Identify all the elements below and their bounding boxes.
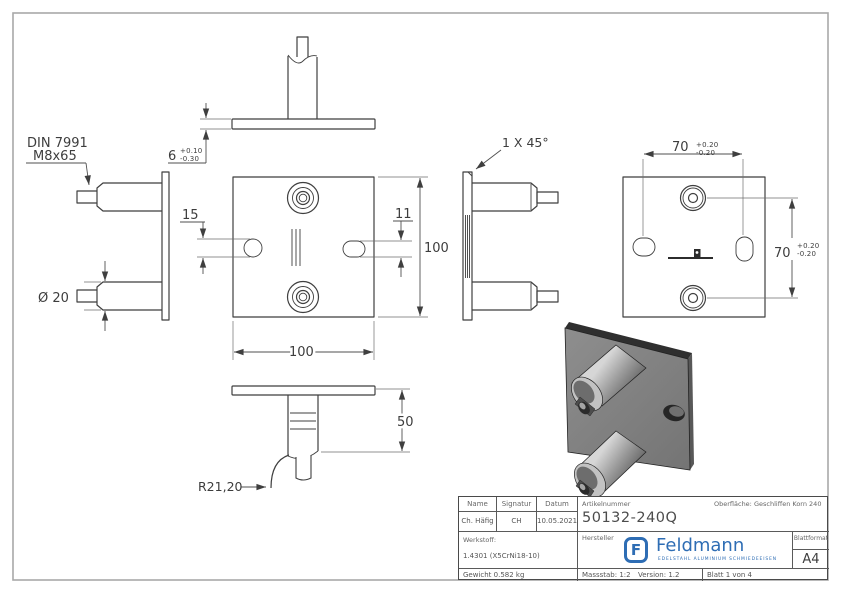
tb-header-signatur: Signatur xyxy=(497,497,537,512)
dim-plate-height: 100 xyxy=(424,241,449,256)
feldmann-tagline: EDELSTAHL ALUMINIUM SCHMIEDEEISEN xyxy=(658,557,777,562)
slot-right xyxy=(342,240,366,258)
dim-hole-tol-minus-h: -0.20 xyxy=(696,149,715,157)
label-din-thread: M8x65 xyxy=(33,149,77,164)
tb-hersteller-cell: Hersteller F Feldmann EDELSTAHL ALUMINIU… xyxy=(578,532,793,569)
label-din-standard: DIN 7991 xyxy=(27,136,88,151)
callout-din: DIN 7991 M8x65 xyxy=(26,136,91,186)
dim-chamfer: 1 X 45° xyxy=(502,135,549,150)
dim-post-length: 50 xyxy=(397,415,414,430)
dim-plate-width: 100 xyxy=(289,345,314,360)
tb-header-name: Name xyxy=(459,497,497,512)
dim-hole-tol-plus-v: +0.20 xyxy=(797,242,819,250)
tb-werkstoff-cell: Werkstoff: 1.4301 (X5CrNi18-10) xyxy=(459,532,578,569)
tb-value-massstab: Massstab: 1:2 xyxy=(582,571,631,579)
tb-value-artikelnummer: 50132-240Q xyxy=(582,510,678,526)
tb-header-datum: Datum xyxy=(537,497,578,512)
dim-hole-spacing-h: 70 xyxy=(672,140,689,155)
feldmann-logo-icon: F xyxy=(624,537,648,563)
tb-value-version: Version: 1.2 xyxy=(638,571,680,579)
view-isometric xyxy=(564,322,694,498)
tb-label-hersteller: Hersteller xyxy=(582,534,614,542)
tb-blatt-cell: Blatt 1 von 4 xyxy=(703,569,829,581)
tb-label-oberflaeche: Oberfläche: xyxy=(714,500,752,508)
feldmann-brand-text: Feldmann xyxy=(656,535,745,556)
knurl-marks xyxy=(291,229,301,266)
center-stamp xyxy=(668,249,713,259)
tb-label-artikelnummer: Artikelnummer xyxy=(582,500,631,508)
tb-massstab-cell: Massstab: 1:2 Version: 1.2 xyxy=(578,569,703,581)
dim-hole-tol-plus-h: +0.20 xyxy=(696,141,718,149)
tb-gewicht-cell: Gewicht 0.582 kg xyxy=(459,569,578,581)
dim-saddle-radius: R21,20 xyxy=(198,479,243,494)
dim-plate-thickness-tol-plus: +0.10 xyxy=(180,147,202,155)
dim-plate-thickness: 6 xyxy=(168,149,176,164)
tb-label-blattformat: Blattformat xyxy=(793,532,829,550)
slot-left-rear xyxy=(632,237,656,257)
dim-slot-left: 15 xyxy=(182,208,199,223)
view-bottom: R21,20 50 xyxy=(198,385,416,494)
tb-artikelnummer-cell: Artikelnummer Oberfläche: Geschliffen Ko… xyxy=(578,497,829,532)
slot-right-rear xyxy=(735,236,754,262)
tb-label-werkstoff: Werkstoff: xyxy=(463,536,497,544)
view-right-side: 1 X 45° xyxy=(462,135,559,321)
tb-value-datum: 10.05.2021 xyxy=(537,512,578,532)
dim-post-diameter: Ø 20 xyxy=(38,291,69,306)
tb-value-blatt: Blatt 1 von 4 xyxy=(707,571,752,579)
view-left-side: Ø 20 xyxy=(38,171,170,331)
tb-value-blattformat: A4 xyxy=(793,550,829,569)
tb-value-name: Ch. Häfig xyxy=(459,512,497,532)
sheet-frame xyxy=(12,12,829,581)
view-front: 15 11 100 100 xyxy=(180,176,451,363)
dim-hole-spacing-v: 70 xyxy=(774,246,791,261)
tb-value-gewicht: Gewicht 0.582 kg xyxy=(463,571,525,579)
title-block: Name Signatur Datum Artikelnummer Oberfl… xyxy=(458,496,829,581)
view-top-edge: 6 +0.10 -0.30 xyxy=(168,36,376,164)
tb-value-signatur: CH xyxy=(497,512,537,532)
dim-slot-right: 11 xyxy=(395,207,412,222)
view-rear: 70 +0.20 -0.20 70 +0.20 -0.20 xyxy=(622,140,819,318)
slot-left xyxy=(243,238,263,258)
dim-plate-thickness-tol-minus: -0.30 xyxy=(180,155,199,163)
dim-hole-tol-minus-v: -0.20 xyxy=(797,250,816,258)
tb-value-werkstoff: 1.4301 (X5CrNi18-10) xyxy=(463,552,540,560)
tb-value-oberflaeche: Geschliffen Korn 240 xyxy=(754,500,822,508)
